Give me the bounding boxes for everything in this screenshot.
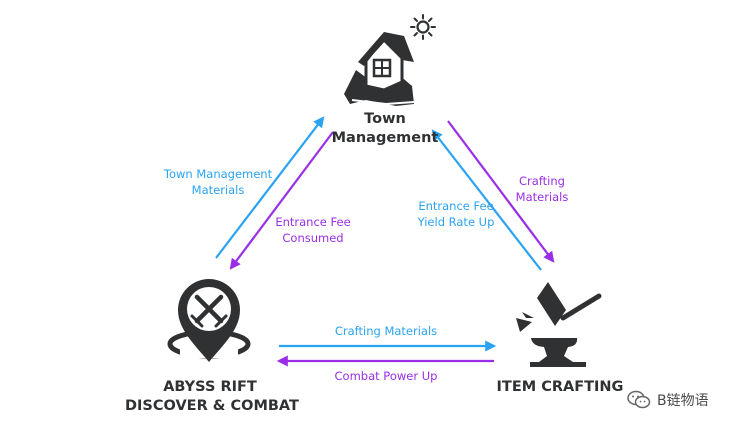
edge-label-abyss-to-crafting: Crafting Materials	[334, 324, 438, 338]
edge-label-town-to-crafting-line2: Materials	[515, 190, 569, 204]
watermark-text: B链物语	[657, 393, 709, 409]
edge-label-abyss-to-town: Town Management Materials	[160, 166, 276, 198]
arrow-abyss-to-town	[215, 116, 325, 259]
sun-icon	[410, 14, 436, 40]
wechat-icon	[627, 390, 651, 409]
town-label-line1: Town	[364, 111, 406, 127]
arrow-crafting-to-town	[431, 129, 542, 271]
edge-label-town-to-crafting: Crafting Materials	[505, 173, 579, 205]
arrow-town-to-abyss	[229, 131, 334, 270]
abyss-label-line1: ABYSS RIFT	[163, 379, 257, 395]
anvil-hammer-icon	[516, 282, 602, 367]
edge-label-crafting-to-town: Entrance Fee Yield Rate Up	[408, 198, 504, 230]
crafting-label-line1: ITEM CRAFTING	[496, 379, 624, 395]
edge-label-town-to-abyss-line1: Entrance Fee	[275, 215, 351, 229]
edge-label-abyss-to-town-line1: Town Management	[163, 167, 273, 181]
crossed-swords-map-pin-icon	[167, 279, 251, 362]
edge-label-crafting-to-town-line1: Entrance Fee	[418, 199, 494, 213]
edge-label-town-to-crafting-line1: Crafting	[519, 174, 565, 188]
watermark: B链物语	[627, 389, 739, 411]
abyss-label: ABYSS RIFT DISCOVER & COMBAT	[125, 378, 299, 416]
edge-label-town-to-abyss-line2: Consumed	[282, 231, 344, 245]
town-label-line2: Management	[331, 130, 439, 146]
crafting-label: ITEM CRAFTING	[495, 378, 625, 397]
abyss-label-line2: DISCOVER & COMBAT	[125, 398, 299, 414]
town-label: Town Management	[330, 110, 440, 148]
edge-label-crafting-to-abyss: Combat Power Up	[334, 369, 438, 383]
arrow-town-to-crafting	[447, 120, 555, 263]
house-icon	[344, 14, 436, 106]
edge-label-crafting-to-town-line2: Yield Rate Up	[417, 215, 495, 229]
edge-label-abyss-to-town-line2: Materials	[191, 183, 245, 197]
edge-label-town-to-abyss: Entrance Fee Consumed	[267, 214, 359, 246]
